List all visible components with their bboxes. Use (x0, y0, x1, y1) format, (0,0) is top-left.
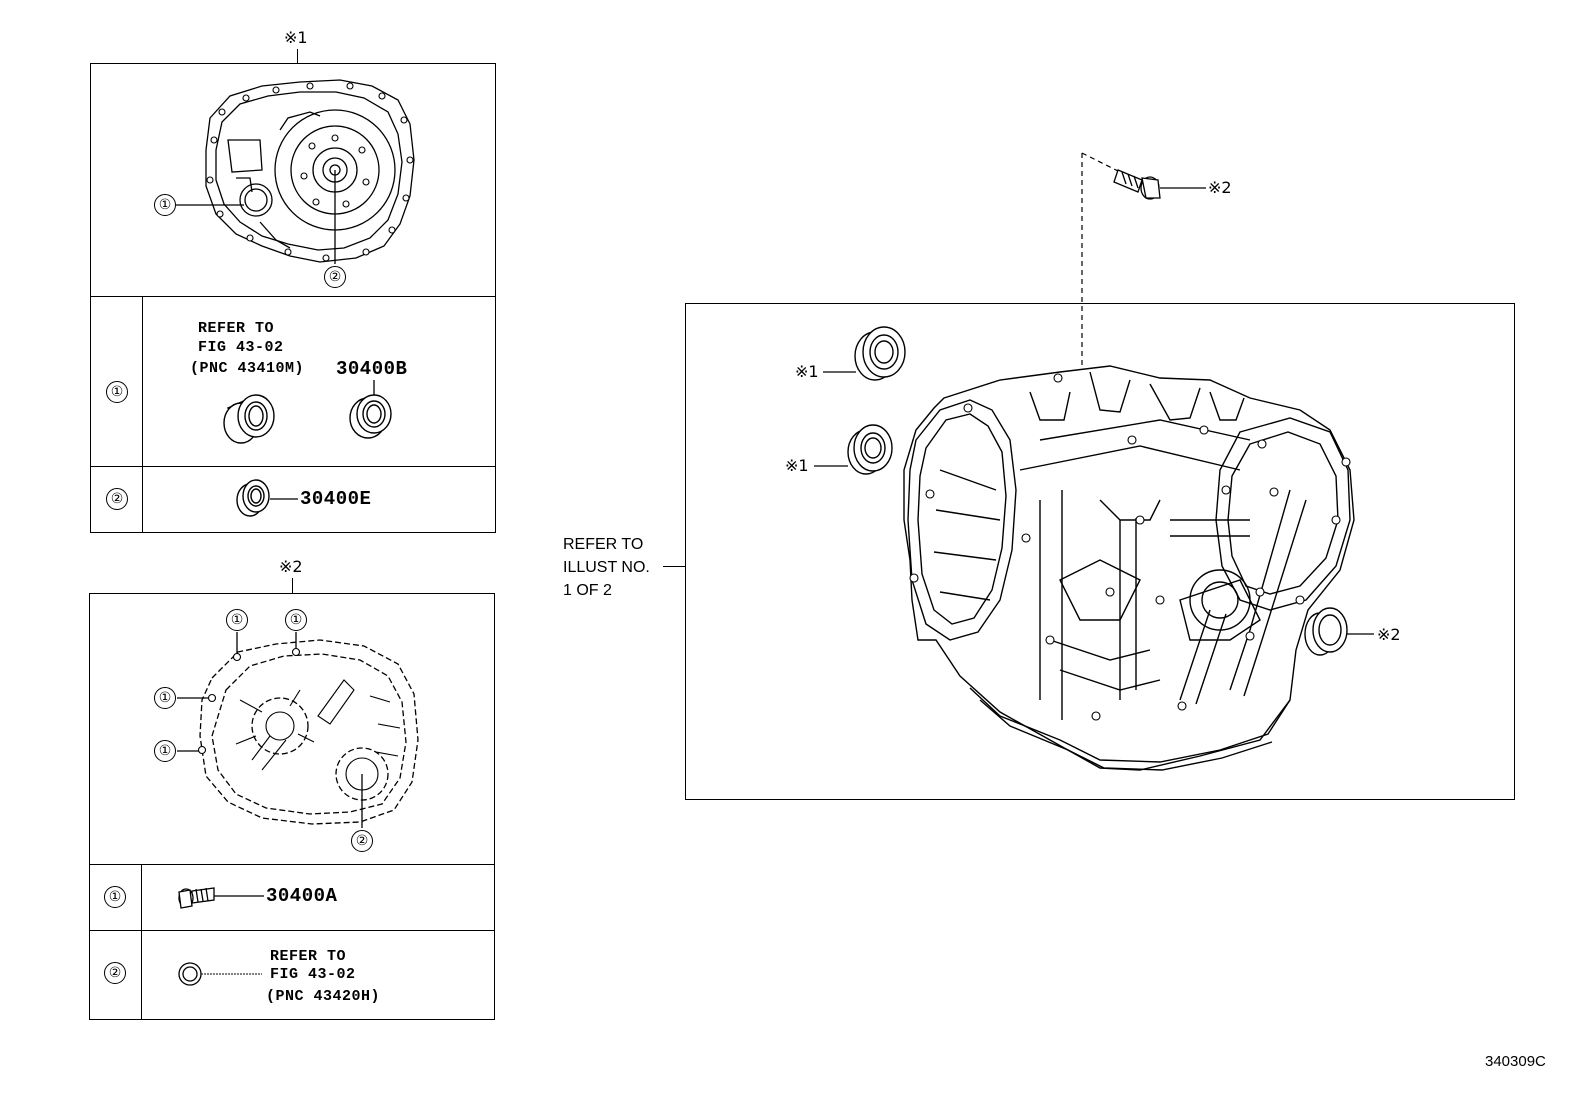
panel1-index-column (142, 296, 143, 533)
main-seal-top-label: ※1 (795, 362, 819, 381)
panel2-title-leader (292, 578, 293, 593)
panel1-row1-ref-line3: (PNC 43410M) (190, 360, 305, 377)
panel1-title-leader (297, 49, 298, 63)
panel2-callout-2: ② (351, 830, 373, 852)
main-refer-leader (663, 566, 685, 567)
panel2-callout-1c: ① (154, 687, 176, 709)
panel1-row1-part-number: 30400B (336, 358, 408, 380)
panel2-row2-index: ② (104, 962, 126, 984)
panel1-row2-index: ② (106, 488, 128, 510)
panel2-frame (89, 593, 495, 1020)
main-assembly-frame (685, 303, 1515, 800)
panel1-row2-part-number: 30400E (300, 488, 372, 510)
panel2-row1-index: ① (104, 886, 126, 908)
panel2-row1-part-number: 30400A (266, 885, 338, 907)
panel2-index-column (141, 864, 142, 1020)
panel1-title: ※1 (284, 28, 308, 47)
panel2-divider-2 (89, 930, 495, 931)
diagram-code: 340309C (1485, 1053, 1546, 1070)
main-bolt-label: ※2 (1208, 178, 1232, 197)
main-seal-right-label: ※2 (1377, 625, 1401, 644)
main-seal-mid-label: ※1 (785, 456, 809, 475)
panel1-row1-index: ① (106, 381, 128, 403)
panel1-frame (90, 63, 496, 533)
main-refer-line3: 1 OF 2 (563, 582, 612, 599)
panel1-row1-ref-line1: REFER TO (198, 320, 275, 337)
main-refer-line1: REFER TO (563, 536, 644, 553)
panel1-callout-2: ② (324, 266, 346, 288)
main-refer-line2: ILLUST NO. (563, 559, 650, 576)
panel2-title: ※2 (279, 557, 303, 576)
panel2-callout-1d: ① (154, 740, 176, 762)
panel2-divider-1 (89, 864, 495, 865)
panel2-callout-1a: ① (226, 609, 248, 631)
panel1-row1-ref-line2: FIG 43-02 (198, 339, 284, 356)
panel2-callout-1b: ① (285, 609, 307, 631)
panel1-callout-1: ① (154, 194, 176, 216)
panel1-divider-2 (90, 466, 496, 467)
panel2-row2-ref-line2: FIG 43-02 (270, 966, 356, 983)
panel2-row2-ref-line3: (PNC 43420H) (266, 988, 381, 1005)
panel1-divider-1 (90, 296, 496, 297)
panel2-row2-ref-line1: REFER TO (270, 948, 347, 965)
